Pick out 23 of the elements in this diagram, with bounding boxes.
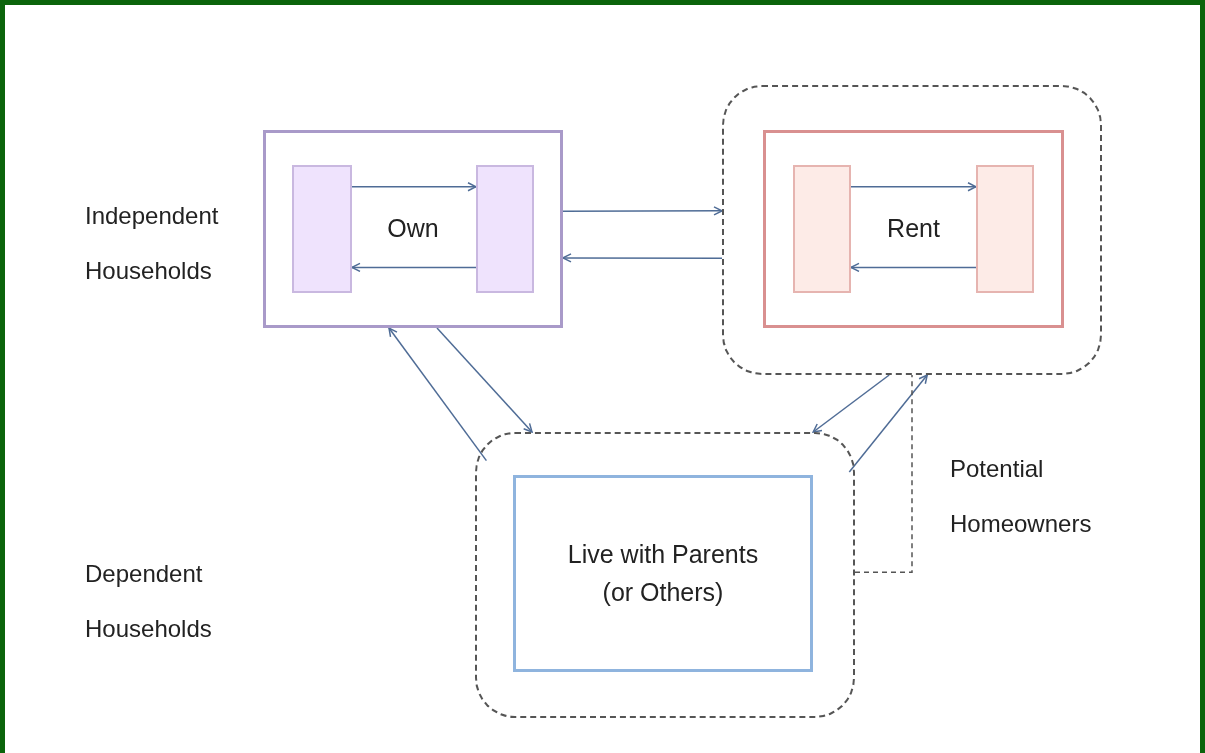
arrow [562, 253, 723, 263]
dashed-group-outline [475, 432, 855, 718]
arrow [850, 262, 977, 273]
group-label: Independent Households [85, 201, 220, 286]
live-with-parents-box [513, 475, 813, 672]
dashed-connector [854, 374, 913, 573]
arrow [351, 262, 477, 273]
housing-unit-box [476, 165, 534, 293]
arrow [562, 206, 723, 216]
housing-unit-box [976, 165, 1034, 293]
housing-unit-box [292, 165, 352, 293]
arrow [848, 374, 928, 473]
arrow [812, 374, 890, 433]
housing-unit-box [793, 165, 851, 293]
group-label: Dependent Households [85, 559, 213, 644]
own-box [263, 130, 563, 328]
arrow [388, 327, 488, 462]
dashed-group-outline [722, 85, 1102, 375]
arrow [436, 327, 533, 433]
arrow [850, 182, 977, 192]
arrow [351, 182, 477, 192]
group-label: Potential Homeowners [950, 454, 1093, 539]
rent-box [763, 130, 1064, 328]
